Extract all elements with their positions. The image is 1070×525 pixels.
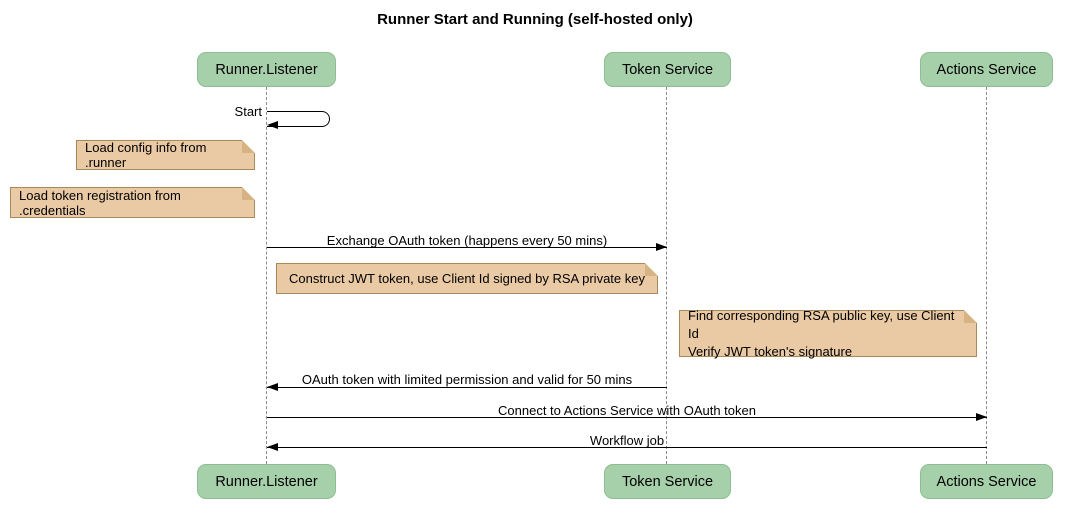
note-verify-jwt: Find corresponding RSA public key, use C…: [679, 307, 977, 359]
self-message-loop: [267, 111, 330, 127]
message-label-workflow-job: Workflow job: [589, 433, 665, 448]
message-line: [267, 247, 667, 248]
message-line: [267, 417, 987, 418]
message-line: [267, 387, 667, 388]
message-label-oauth-return: OAuth token with limited permission and …: [301, 372, 633, 387]
note-text: Load token registration from .credential…: [19, 187, 181, 218]
lifeline-actions-service: [986, 87, 987, 464]
arrowhead-right-icon: [976, 413, 987, 421]
lifeline-runner-listener: [266, 87, 267, 464]
participant-bottom-actions-service: Actions Service: [920, 464, 1053, 499]
note-construct-jwt: Construct JWT token, use Client Id signe…: [276, 263, 658, 294]
message-label-exchange-oauth: Exchange OAuth token (happens every 50 m…: [326, 233, 608, 248]
note-text-line2: Verify JWT token's signature: [688, 343, 853, 359]
lifeline-token-service: [666, 87, 667, 464]
participant-bottom-token-service: Token Service: [604, 464, 731, 499]
message-label-start: Start: [234, 104, 262, 119]
participant-top-actions-service: Actions Service: [920, 52, 1053, 87]
note-text-line1: Find corresponding RSA public key, use C…: [688, 307, 955, 341]
participant-top-runner-listener: Runner.Listener: [197, 52, 336, 87]
arrowhead-right-icon: [656, 243, 667, 251]
note-text: Construct JWT token, use Client Id signe…: [289, 271, 645, 286]
note-load-token-registration: Load token registration from .credential…: [10, 187, 255, 218]
arrowhead-left-icon: [267, 443, 278, 451]
participant-top-token-service: Token Service: [604, 52, 731, 87]
note-load-config: Load config info from .runner: [76, 140, 255, 170]
arrowhead-left-icon: [267, 121, 278, 129]
message-line: [267, 447, 987, 448]
arrowhead-left-icon: [267, 383, 278, 391]
message-label-connect-actions: Connect to Actions Service with OAuth to…: [498, 403, 756, 418]
diagram-title: Runner Start and Running (self-hosted on…: [377, 11, 693, 28]
participant-bottom-runner-listener: Runner.Listener: [197, 464, 336, 499]
note-text: Load config info from .runner: [85, 140, 207, 170]
